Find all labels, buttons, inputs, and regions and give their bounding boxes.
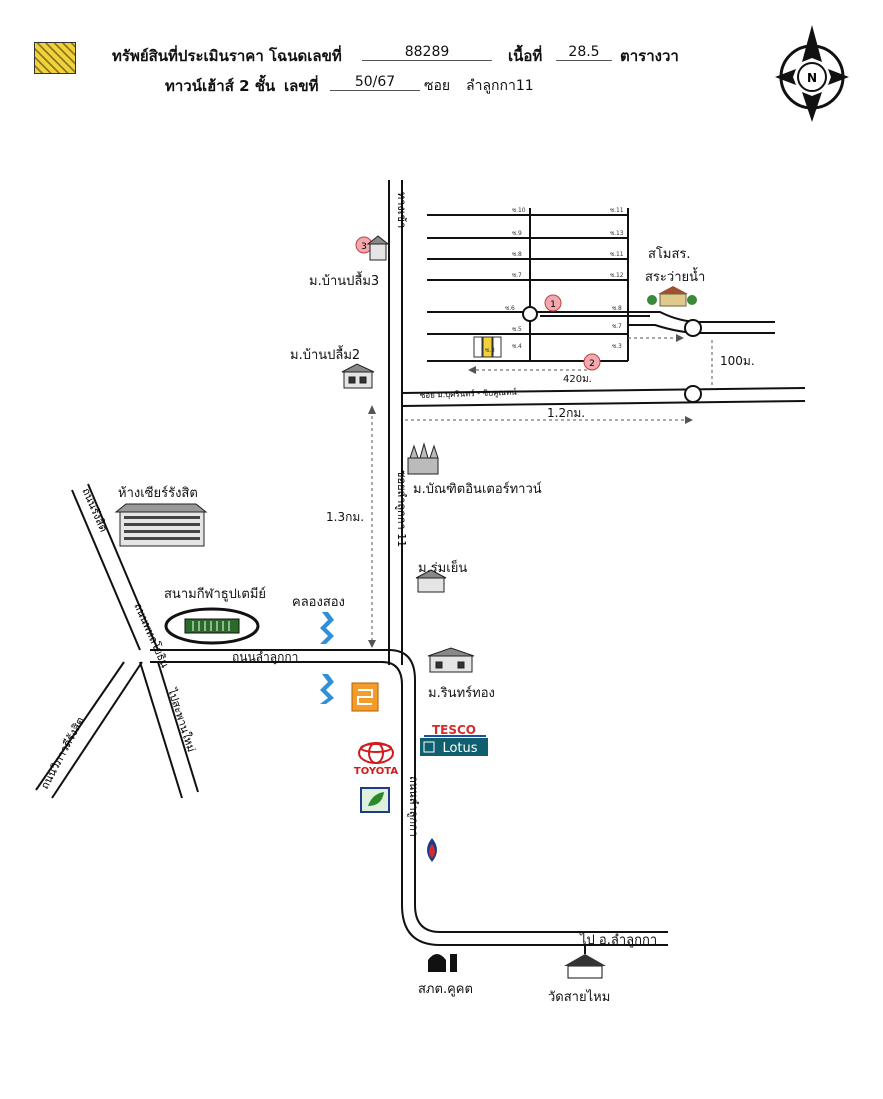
roundabout-soi <box>684 385 702 403</box>
bank-icon <box>360 787 390 813</box>
header-house-no-label: เลขที่ <box>284 77 319 95</box>
bandit-building-icon <box>407 442 439 475</box>
header-soi-value: ลำลูกกา11 <box>466 78 534 94</box>
tesco-bottom-text: Lotus <box>442 741 477 756</box>
road-soi-inner <box>401 387 806 407</box>
header-area-value: 28.5 <box>556 44 612 61</box>
distance-1-2km: 1.2กม. <box>547 406 586 420</box>
soi-label: ซ.4 <box>512 343 522 350</box>
marker-3-label: 3 <box>361 242 367 252</box>
label-road-lamlukka-h: ถนนลำลูกกา <box>232 650 299 664</box>
road-label-top: ทางเข้า <box>395 192 408 228</box>
label-pool: สระว่ายน้ำ <box>645 270 706 285</box>
header-deed-number: 88289 <box>362 44 492 61</box>
soi-label: ซ.7 <box>512 272 522 279</box>
label-temple: วัดสายไหม <box>548 990 611 1005</box>
police-station-icon <box>428 954 457 972</box>
label-canal: คลองสอง <box>292 595 345 610</box>
compass-icon <box>775 25 849 122</box>
label-police: สภต.คูคต <box>418 982 473 997</box>
road-lamlukka-horizontal <box>150 649 668 946</box>
soi-label: ซ.11 <box>610 251 624 258</box>
tesco-top-text: TESCO <box>432 723 476 737</box>
toyota-logo <box>358 742 394 764</box>
soi-label: ซ.5 <box>512 326 522 333</box>
label-mall: ห้างเซียร์รังสิต <box>118 486 198 501</box>
soi-label: ซ.6 <box>505 305 515 312</box>
road-label-phahonyothin: ถนนพหลโยธิน <box>131 601 172 671</box>
header-area-unit: ตารางวา <box>620 47 679 65</box>
header-deed-label: ทรัพย์สินที่ประเมินราคา โฉนดเลขที่ <box>112 47 342 65</box>
label-club: สโมสร. <box>648 247 691 262</box>
marker-1 <box>544 294 562 312</box>
label-ban-pruksa2: ม.บ้านปลื้ม2 <box>290 348 361 363</box>
soi-label: ซ.9 <box>512 230 522 237</box>
soi-label: ซ.3 <box>612 343 622 350</box>
stadium-icon <box>164 607 260 645</box>
toyota-text: TOYOTA <box>354 766 398 777</box>
label-bandit: ม.บัณฑิตอินเตอร์ทาวน์ <box>413 482 542 497</box>
header-house-no: 50/67 <box>330 74 420 91</box>
soi-label: ซ.7 <box>612 323 622 330</box>
road-main-vertical <box>388 180 403 665</box>
distance-420m: 420ม. <box>563 374 592 385</box>
header-area-label: เนื้อที่ <box>508 47 543 65</box>
arrow-heads <box>368 334 693 648</box>
label-ban-pruksa3: ม.บ้านปลื้ม3 <box>309 274 380 289</box>
distance-100m: 100ม. <box>720 354 755 368</box>
gas-station-icon <box>351 682 379 712</box>
soi-label: ซ.10 <box>512 207 526 214</box>
soi-label: ซ.12 <box>610 272 624 279</box>
road-label-wiphawadi: ถนนวิภาวดีรังสิต <box>38 715 87 792</box>
legend-swatch <box>34 42 76 74</box>
soi-label: ซ.3 <box>485 347 495 354</box>
neighbor-block <box>473 336 483 358</box>
soi-label: ซ.8 <box>612 305 622 312</box>
canal-icon <box>320 612 334 704</box>
neighbor-block-2 <box>492 336 502 358</box>
house-icon <box>341 235 475 673</box>
road-label-soi-lamlukka: ซอยลำลูกกา 11 <box>395 470 408 547</box>
distance-guides <box>371 337 713 645</box>
road-label-to-bangkhen: ไปสะพานใหม่ <box>165 686 198 754</box>
road-label-lamlukka-v: ถนนลำลูกกา <box>407 776 420 837</box>
estate-grid <box>427 208 775 362</box>
soi-label: ซ.13 <box>610 230 624 237</box>
compass-letter: N <box>807 71 817 85</box>
roundabout-estate <box>522 306 538 322</box>
header-type-label: ทาวน์เฮ้าส์ 2 ชั้น <box>165 77 276 95</box>
club-icon <box>647 286 697 307</box>
marker-2-label: 2 <box>589 359 595 369</box>
tesco-lotus-logo <box>420 724 488 756</box>
road-label-soi-inner: ซอย ม.บุศรินทร์ - ซิบคูณทน์ <box>420 387 518 401</box>
distance-1-3km: 1.3กม. <box>326 510 365 524</box>
header-soi-label: ซอย <box>424 78 451 94</box>
label-stadium: สนามกีฬาธูปเตมีย์ <box>164 587 267 602</box>
label-to-lamlukka: ไป อ.ลำลูกกา <box>580 933 658 948</box>
target-property <box>482 336 493 358</box>
roundabout-club <box>684 319 702 337</box>
label-rintong: ม.รินทร์ทอง <box>428 686 495 701</box>
soi-label: ซ.8 <box>512 251 522 258</box>
marker-1-label: 1 <box>550 300 556 310</box>
road-diagonals <box>35 483 199 799</box>
marker-2 <box>583 353 601 371</box>
label-romyen: ม.ร่มเย็น <box>418 561 468 576</box>
soi-label: ซ.11 <box>610 207 624 214</box>
mall-building-icon <box>114 503 208 547</box>
temple-icon <box>564 946 606 979</box>
soi-label-group: ซ.10 ซ.11 ซ.9 ซ.13 ซ.8 ซ.11 ซ.7 ซ.12 ซ.6… <box>485 207 624 354</box>
road-label-rangsit: ถนนรังสิต <box>79 486 110 534</box>
ptt-station-icon <box>427 838 437 862</box>
